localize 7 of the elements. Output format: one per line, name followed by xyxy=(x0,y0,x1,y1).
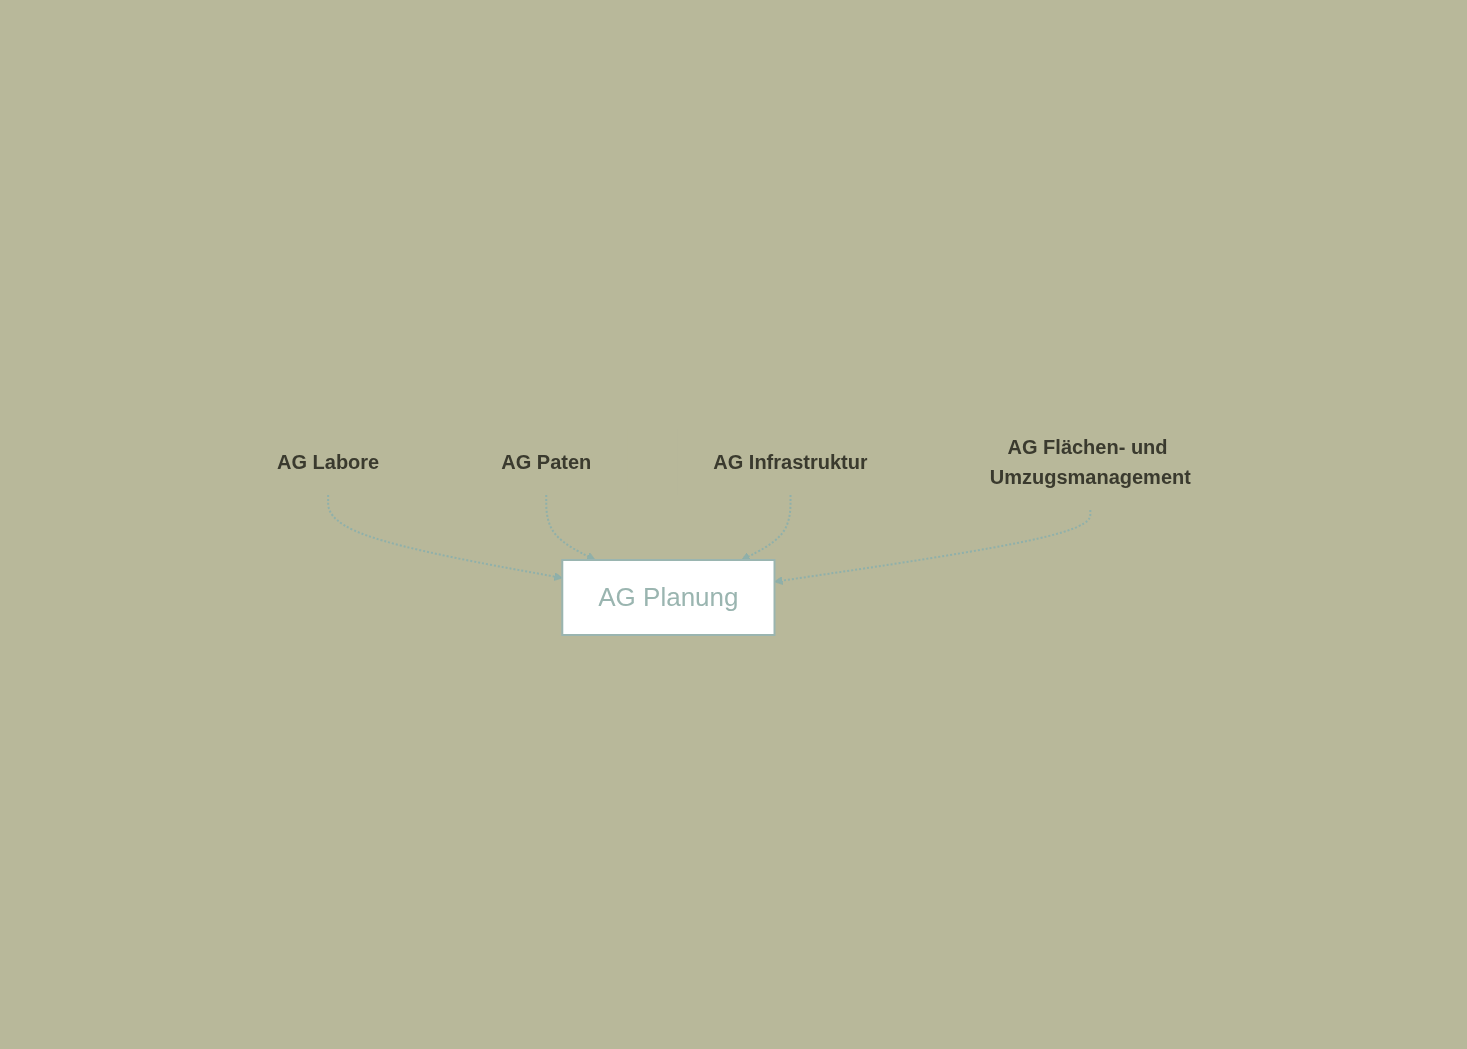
node-text: AG Labore xyxy=(276,451,379,473)
arrow xyxy=(740,494,792,561)
node-text: AG Infrastruktur xyxy=(712,451,868,473)
node-text: AG Paten xyxy=(500,451,591,473)
node-box: AG Planung xyxy=(560,559,776,636)
arrow xyxy=(544,494,596,561)
node-text: AG Flächen- und Umzugsmanagement xyxy=(989,436,1191,488)
